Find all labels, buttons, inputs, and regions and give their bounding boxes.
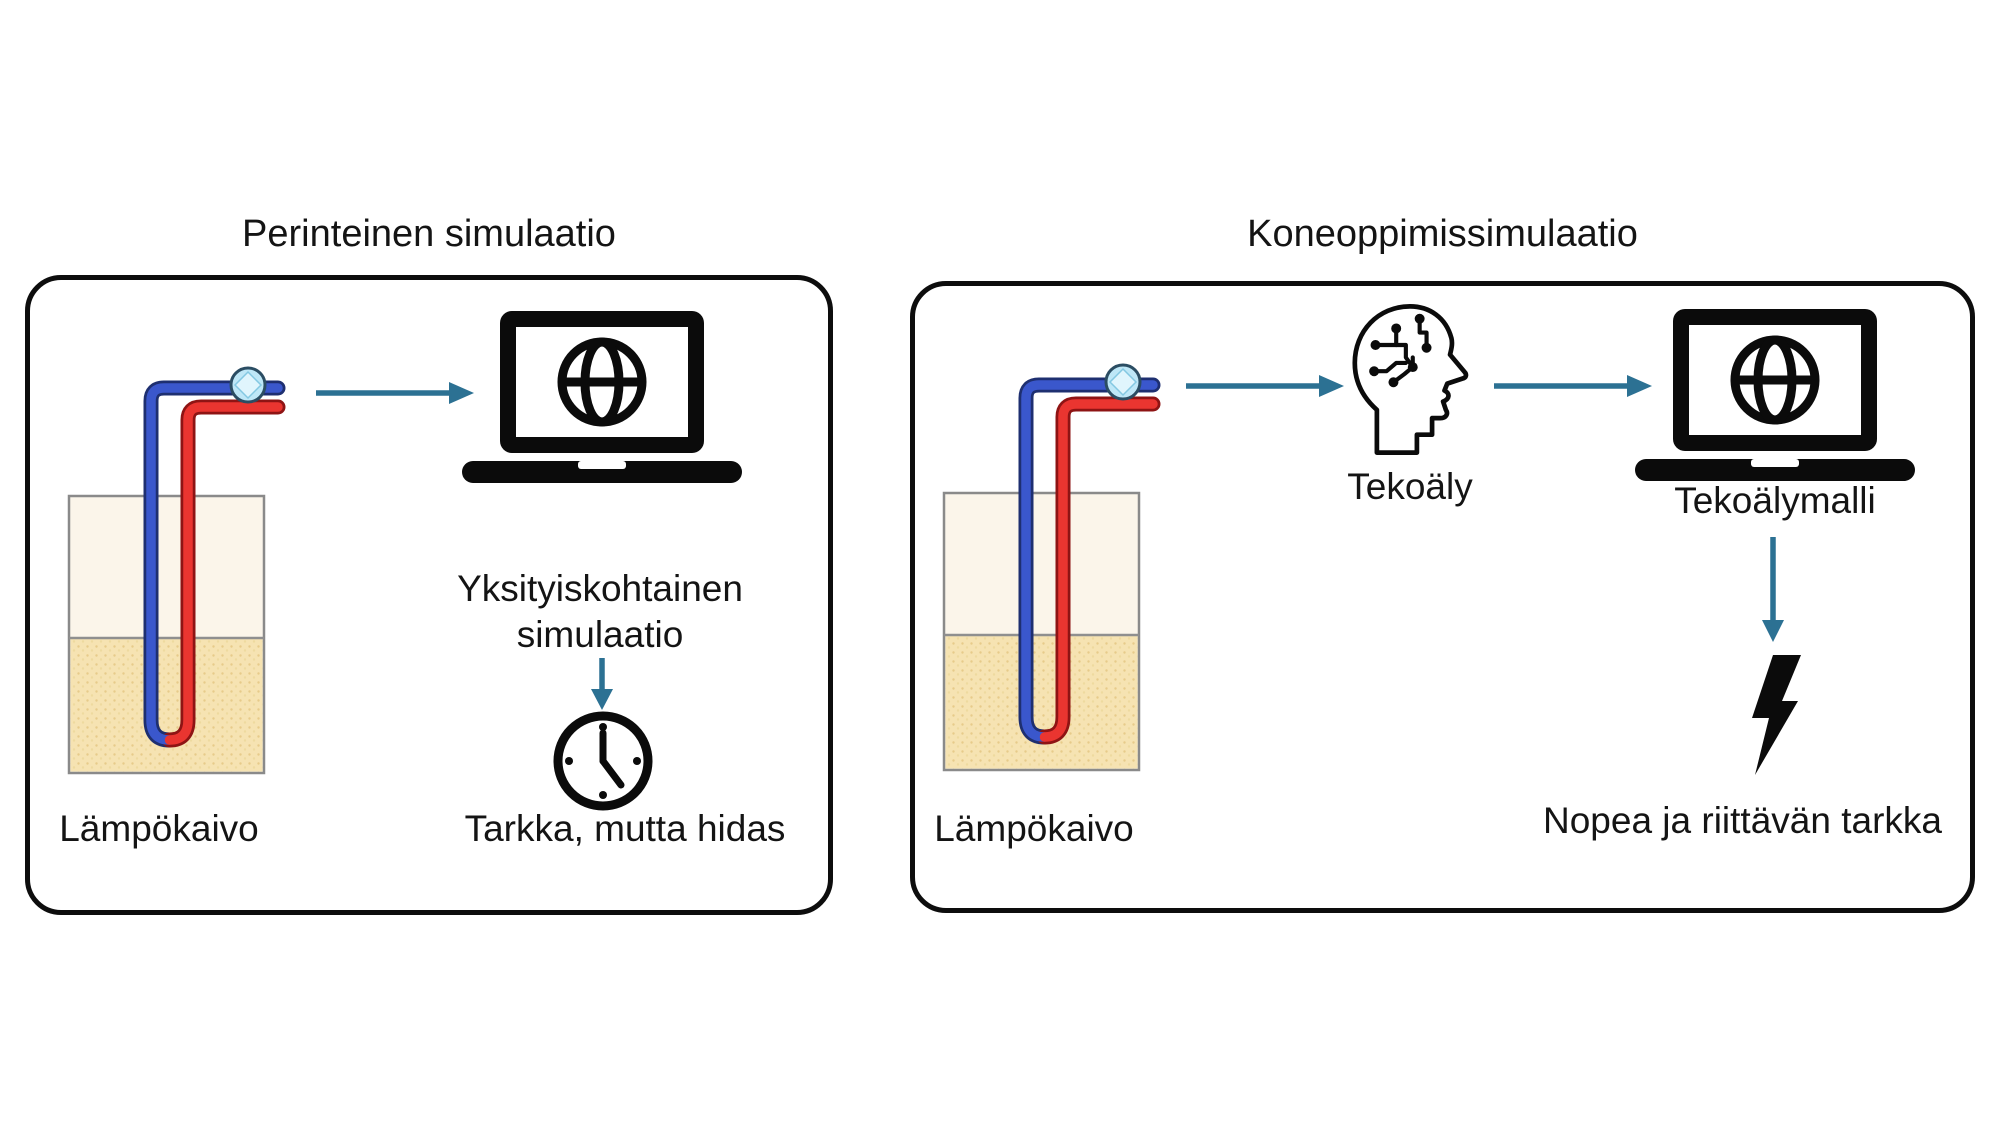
process-label: Yksityiskohtainen simulaatio <box>420 566 780 658</box>
arrow-down-icon <box>1762 537 1784 642</box>
globe-icon <box>557 337 647 427</box>
laptop-icon <box>1635 309 1915 481</box>
pipe-hot <box>164 402 283 745</box>
clock-icon <box>553 711 653 811</box>
pump-icon <box>1104 363 1142 401</box>
laptop-icon <box>462 311 742 483</box>
ai-label: Tekoäly <box>1347 466 1473 507</box>
arrow-down-icon <box>591 658 613 710</box>
pipe-cold <box>1021 380 1158 742</box>
model-label: Tekoälymalli <box>1674 480 1876 521</box>
head-outline <box>1352 304 1469 455</box>
well-ground-sand <box>70 638 263 772</box>
process-label-line2: simulaatio <box>516 614 684 655</box>
outcome-label: Tarkka, mutta hidas <box>464 808 786 849</box>
circuit-brain-icon <box>1369 313 1432 388</box>
arrow-right-icon <box>1186 375 1344 397</box>
right-panel-title: Koneoppimissimulaatio <box>1247 213 1638 255</box>
well-label: Lämpökaivo <box>934 808 1134 849</box>
arrow-right-icon <box>316 382 474 404</box>
globe-icon <box>1730 335 1820 425</box>
process-label-line1: Yksityiskohtainen <box>457 568 743 609</box>
outcome-label: Nopea ja riittävän tarkka <box>1543 800 1942 841</box>
left-panel-title: Perinteinen simulaatio <box>242 213 616 255</box>
ai-head-icon <box>1352 304 1469 455</box>
heat-well-icon <box>942 363 1161 772</box>
arrow-right-icon <box>1494 375 1652 397</box>
pump-icon <box>229 366 267 404</box>
pipe-hot <box>1039 399 1158 742</box>
heat-well-icon <box>67 366 286 775</box>
pipe-cold <box>146 383 283 745</box>
lightning-bolt-icon <box>1752 655 1801 775</box>
well-ground-sand <box>945 635 1138 769</box>
well-label: Lämpökaivo <box>59 808 259 849</box>
